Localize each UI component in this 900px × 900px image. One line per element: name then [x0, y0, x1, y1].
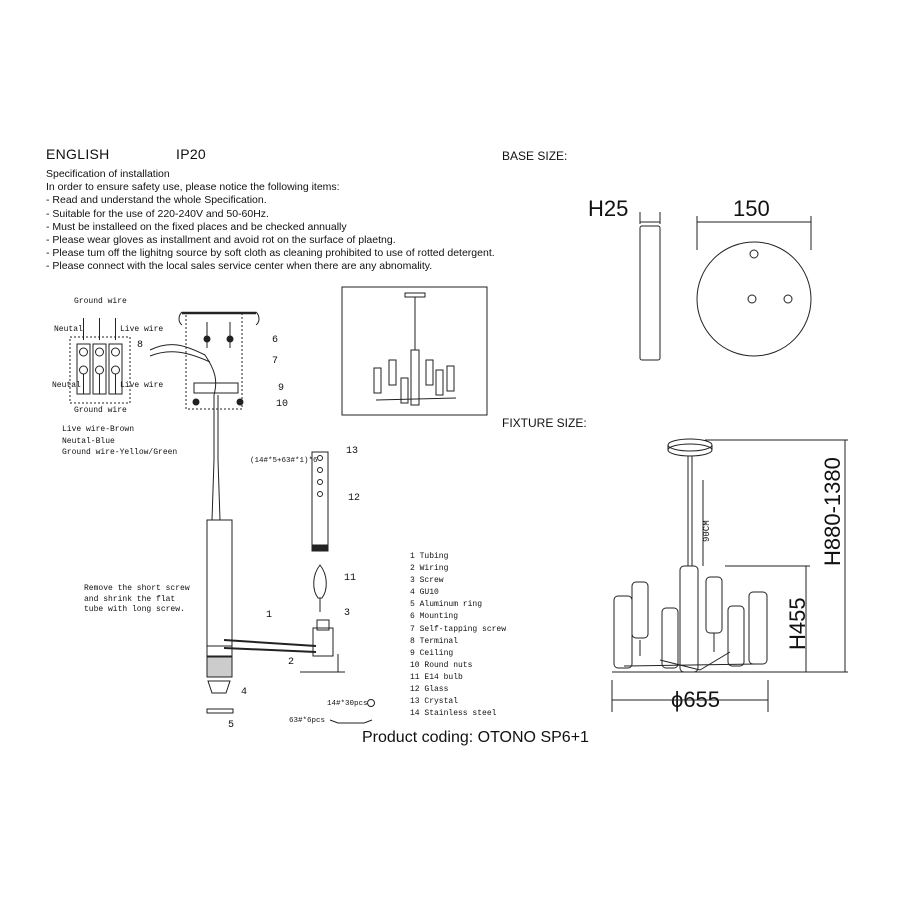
spec-item: - Please wear gloves as installment and … — [46, 234, 396, 247]
part-item: 10 Round nuts — [410, 660, 473, 670]
callout-4: 4 — [241, 687, 247, 698]
glass-crystal-drawing — [300, 451, 345, 673]
spec-item: - Please connect with the local sales se… — [46, 260, 433, 273]
callout-13: 13 — [346, 446, 358, 457]
callout-5: 5 — [228, 720, 234, 731]
part-item: 12 Glass — [410, 685, 449, 695]
wiring-neutral-bottom: Neutal — [52, 381, 81, 390]
part-item: 3 Screw — [410, 576, 444, 586]
crystal-spec: (14#*5+63#*1)*6 — [250, 457, 318, 465]
callout-8: 8 — [137, 340, 143, 351]
wiring-live-bottom: Live wire — [120, 381, 164, 390]
callout-9: 9 — [278, 383, 284, 394]
part-item: 1 Tubing — [410, 552, 449, 561]
language-label: ENGLISH — [46, 146, 110, 162]
note-line: Remove the short screw — [84, 584, 190, 593]
part-item: 8 Terminal — [410, 636, 459, 646]
base-size-drawing — [639, 212, 812, 361]
spec-item: - Read and understand the whole Specific… — [46, 194, 267, 207]
part-item: 6 Mounting — [410, 612, 459, 622]
spec-title: Specification of installation — [46, 168, 170, 180]
fixture-size-drawing — [611, 438, 848, 712]
wiring-neutral-top: Neutal — [54, 325, 83, 334]
part-item: 2 Wiring — [410, 564, 449, 574]
wire-color-legend: Live wire-Brown Neutal-Blue Ground wire-… — [62, 424, 177, 459]
product-coding: Product coding: OTONO SP6+1 — [362, 729, 589, 746]
callout-6: 6 — [272, 335, 278, 346]
base-diameter-dimension: 150 — [733, 196, 770, 221]
wiring-ground-top: Ground wire — [74, 297, 127, 306]
ip-rating-label: IP20 — [176, 146, 206, 162]
specification-block: Specification of installation In order t… — [46, 168, 495, 274]
callout-11: 11 — [344, 573, 356, 584]
callout-12: 12 — [348, 493, 360, 504]
legend-item: Live wire-Brown — [62, 425, 135, 434]
legend-item: Neutal-Blue — [62, 436, 115, 446]
callout-1: 1 — [266, 610, 272, 621]
callout-10: 10 — [276, 399, 288, 410]
note-line: tube with long screw. — [84, 605, 185, 614]
fixture-size-label: FIXTURE SIZE: — [502, 416, 587, 430]
callout-7: 7 — [272, 356, 278, 367]
spec-item: - Suitable for the use of 220-240V and 5… — [46, 207, 269, 220]
part-item: 13 Crystal — [410, 697, 459, 707]
spec-intro: In order to ensure safety use, please no… — [46, 181, 340, 194]
steel-qty: 63#*6pcs — [289, 717, 325, 725]
terminal-block-drawing — [69, 318, 131, 404]
crystal-qty: 14#*30pcs — [327, 700, 368, 708]
wiring-live-top: Live wire — [120, 325, 164, 334]
base-height-dimension: H25 — [588, 196, 629, 221]
callout-3: 3 — [344, 608, 350, 619]
part-item: 7 Self-tapping screw — [410, 624, 507, 634]
part-item: 14 Stainless steel — [410, 709, 497, 719]
callout-2: 2 — [288, 657, 294, 668]
part-item: 9 Ceiling — [410, 648, 454, 658]
part-item: 11 E14 bulb — [410, 672, 463, 682]
callout-numbers: 8 6 7 9 10 1 2 3 4 5 11 12 13 — [137, 335, 360, 731]
base-size-label: BASE SIZE: — [502, 149, 568, 163]
mounting-drawing — [149, 311, 334, 714]
parts-list: 1 Tubing 2 Wiring 3 Screw 4 GU10 5 Alumi… — [410, 551, 506, 720]
fixture-preview — [341, 286, 488, 416]
assembly-note: Remove the short screw and shrink the fl… — [84, 584, 190, 616]
spec-item: - Please tum off the lighitng source by … — [46, 247, 495, 260]
legend-item: Ground wire-Yellow/Green — [62, 448, 178, 457]
wiring-ground-bottom: Ground wire — [74, 406, 127, 415]
note-line: and shrink the flat — [84, 594, 176, 604]
part-item: 5 Aluminum ring — [410, 600, 483, 610]
spec-item: - Must be installeed on the fixed places… — [46, 220, 347, 233]
part-item: 4 GU10 — [410, 588, 439, 598]
